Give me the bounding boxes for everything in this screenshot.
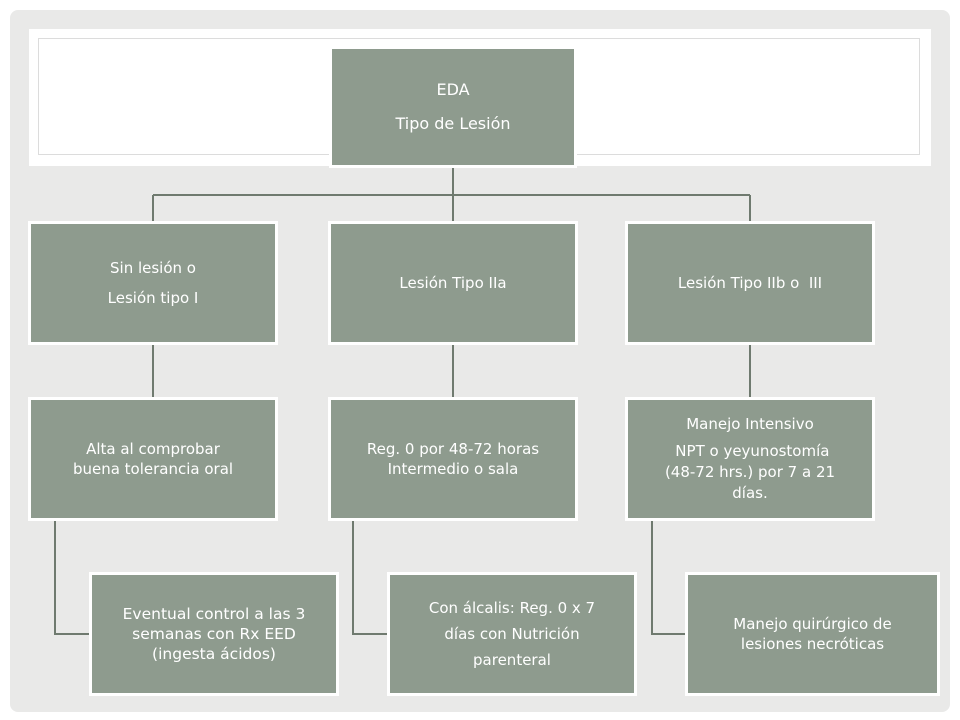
branch-3-step-node: Manejo Intensivo NPT o yeyunostomía (48-…	[625, 397, 875, 521]
branch-1-detail-line-2: semanas con Rx EED	[132, 625, 296, 643]
root-line-2: Tipo de Lesión	[395, 114, 511, 133]
branch-1-step-line-2: buena tolerancia oral	[72, 460, 234, 478]
branch-2-detail-line-3: parenteral	[473, 651, 551, 669]
branch-2-detail-node: Con álcalis: Reg. 0 x 7 días con Nutrici…	[387, 572, 637, 696]
connector-step-1-detail	[54, 518, 92, 635]
branch-1-node: Sin lesión o Lesión tipo I	[28, 221, 278, 345]
branch-3-step-line-3: (48-72 hrs.) por 7 a 21	[664, 463, 836, 481]
branch-2-detail-line-2: días con Nutrición	[444, 625, 580, 643]
branch-1-step-line-1: Alta al comprobar	[86, 440, 220, 458]
branch-3-detail-line-1: Manejo quirúrgico de	[733, 615, 892, 633]
branch-3-detail-node: Manejo quirúrgico de lesiones necróticas	[685, 572, 940, 696]
root-node: EDA Tipo de Lesión	[329, 46, 577, 168]
branch-1-detail-line-3: (ingesta ácidos)	[152, 645, 276, 663]
branch-3-detail-line-2: lesiones necróticas	[740, 635, 885, 653]
branch-3-step-line-1: Manejo Intensivo	[686, 415, 814, 433]
branch-2-line-1: Lesión Tipo IIa	[399, 274, 507, 292]
branch-2-step-line-1: Reg. 0 por 48-72 horas	[366, 440, 540, 458]
connector-step-2-detail	[352, 518, 390, 635]
branch-3-step-line-4: días.	[732, 484, 768, 502]
branch-1-line-1: Sin lesión o	[110, 259, 196, 277]
branch-1-detail-node: Eventual control a las 3 semanas con Rx …	[89, 572, 339, 696]
branch-1-detail-line-1: Eventual control a las 3	[122, 605, 306, 623]
branch-2-detail-line-1: Con álcalis: Reg. 0 x 7	[428, 599, 596, 617]
branch-1-line-2: Lesión tipo I	[107, 289, 199, 307]
branch-2-node: Lesión Tipo IIa	[328, 221, 578, 345]
branch-1-step-node: Alta al comprobar buena tolerancia oral	[28, 397, 278, 521]
branch-2-step-node: Reg. 0 por 48-72 horas Intermedio o sala	[328, 397, 578, 521]
connector-step-3-detail	[651, 518, 688, 635]
branch-3-line-1: Lesión Tipo IIb o III	[677, 274, 823, 292]
root-line-1: EDA	[436, 80, 470, 99]
branch-2-step-line-2: Intermedio o sala	[387, 460, 519, 478]
branch-3-step-line-2: NPT o yeyunostomía	[670, 442, 830, 460]
branch-3-node: Lesión Tipo IIb o III	[625, 221, 875, 345]
